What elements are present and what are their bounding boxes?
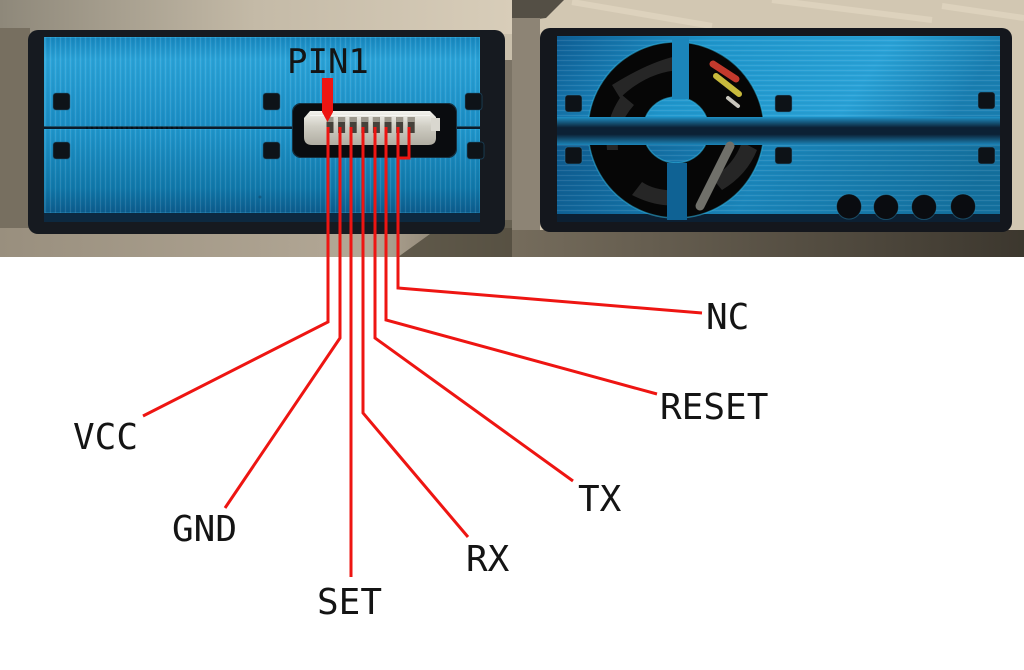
background-shadow-band	[0, 0, 512, 34]
fan-wires	[709, 60, 742, 108]
corner-shadow	[512, 0, 564, 22]
pin-label-reset: RESET	[660, 387, 769, 428]
fan-bottom-spoke	[667, 163, 687, 220]
fan-top-spoke	[672, 37, 689, 99]
pin-label-rx: RX	[466, 539, 510, 580]
left-shadow	[0, 28, 30, 256]
pin-label-gnd: GND	[172, 509, 238, 550]
pin-label-tx: TX	[578, 479, 622, 520]
pin1-marker-label: PIN1	[287, 42, 369, 82]
connector-8pin	[292, 103, 457, 158]
connector-housing	[304, 111, 436, 145]
wood-grain	[571, 0, 1024, 29]
pin-label-vcc: VCC	[73, 417, 139, 458]
connector-pins	[326, 117, 415, 133]
photo-sensor-fan-side	[512, 0, 1024, 257]
vent-holes	[836, 193, 976, 220]
pin-label-set: SET	[317, 582, 383, 623]
photo-sensor-connector-side	[0, 0, 512, 257]
pin-label-nc: NC	[706, 297, 750, 338]
fan-strut	[695, 141, 735, 211]
bottom-shadow	[512, 230, 1024, 257]
left-shadow	[512, 18, 540, 234]
case-seam	[557, 117, 1000, 145]
